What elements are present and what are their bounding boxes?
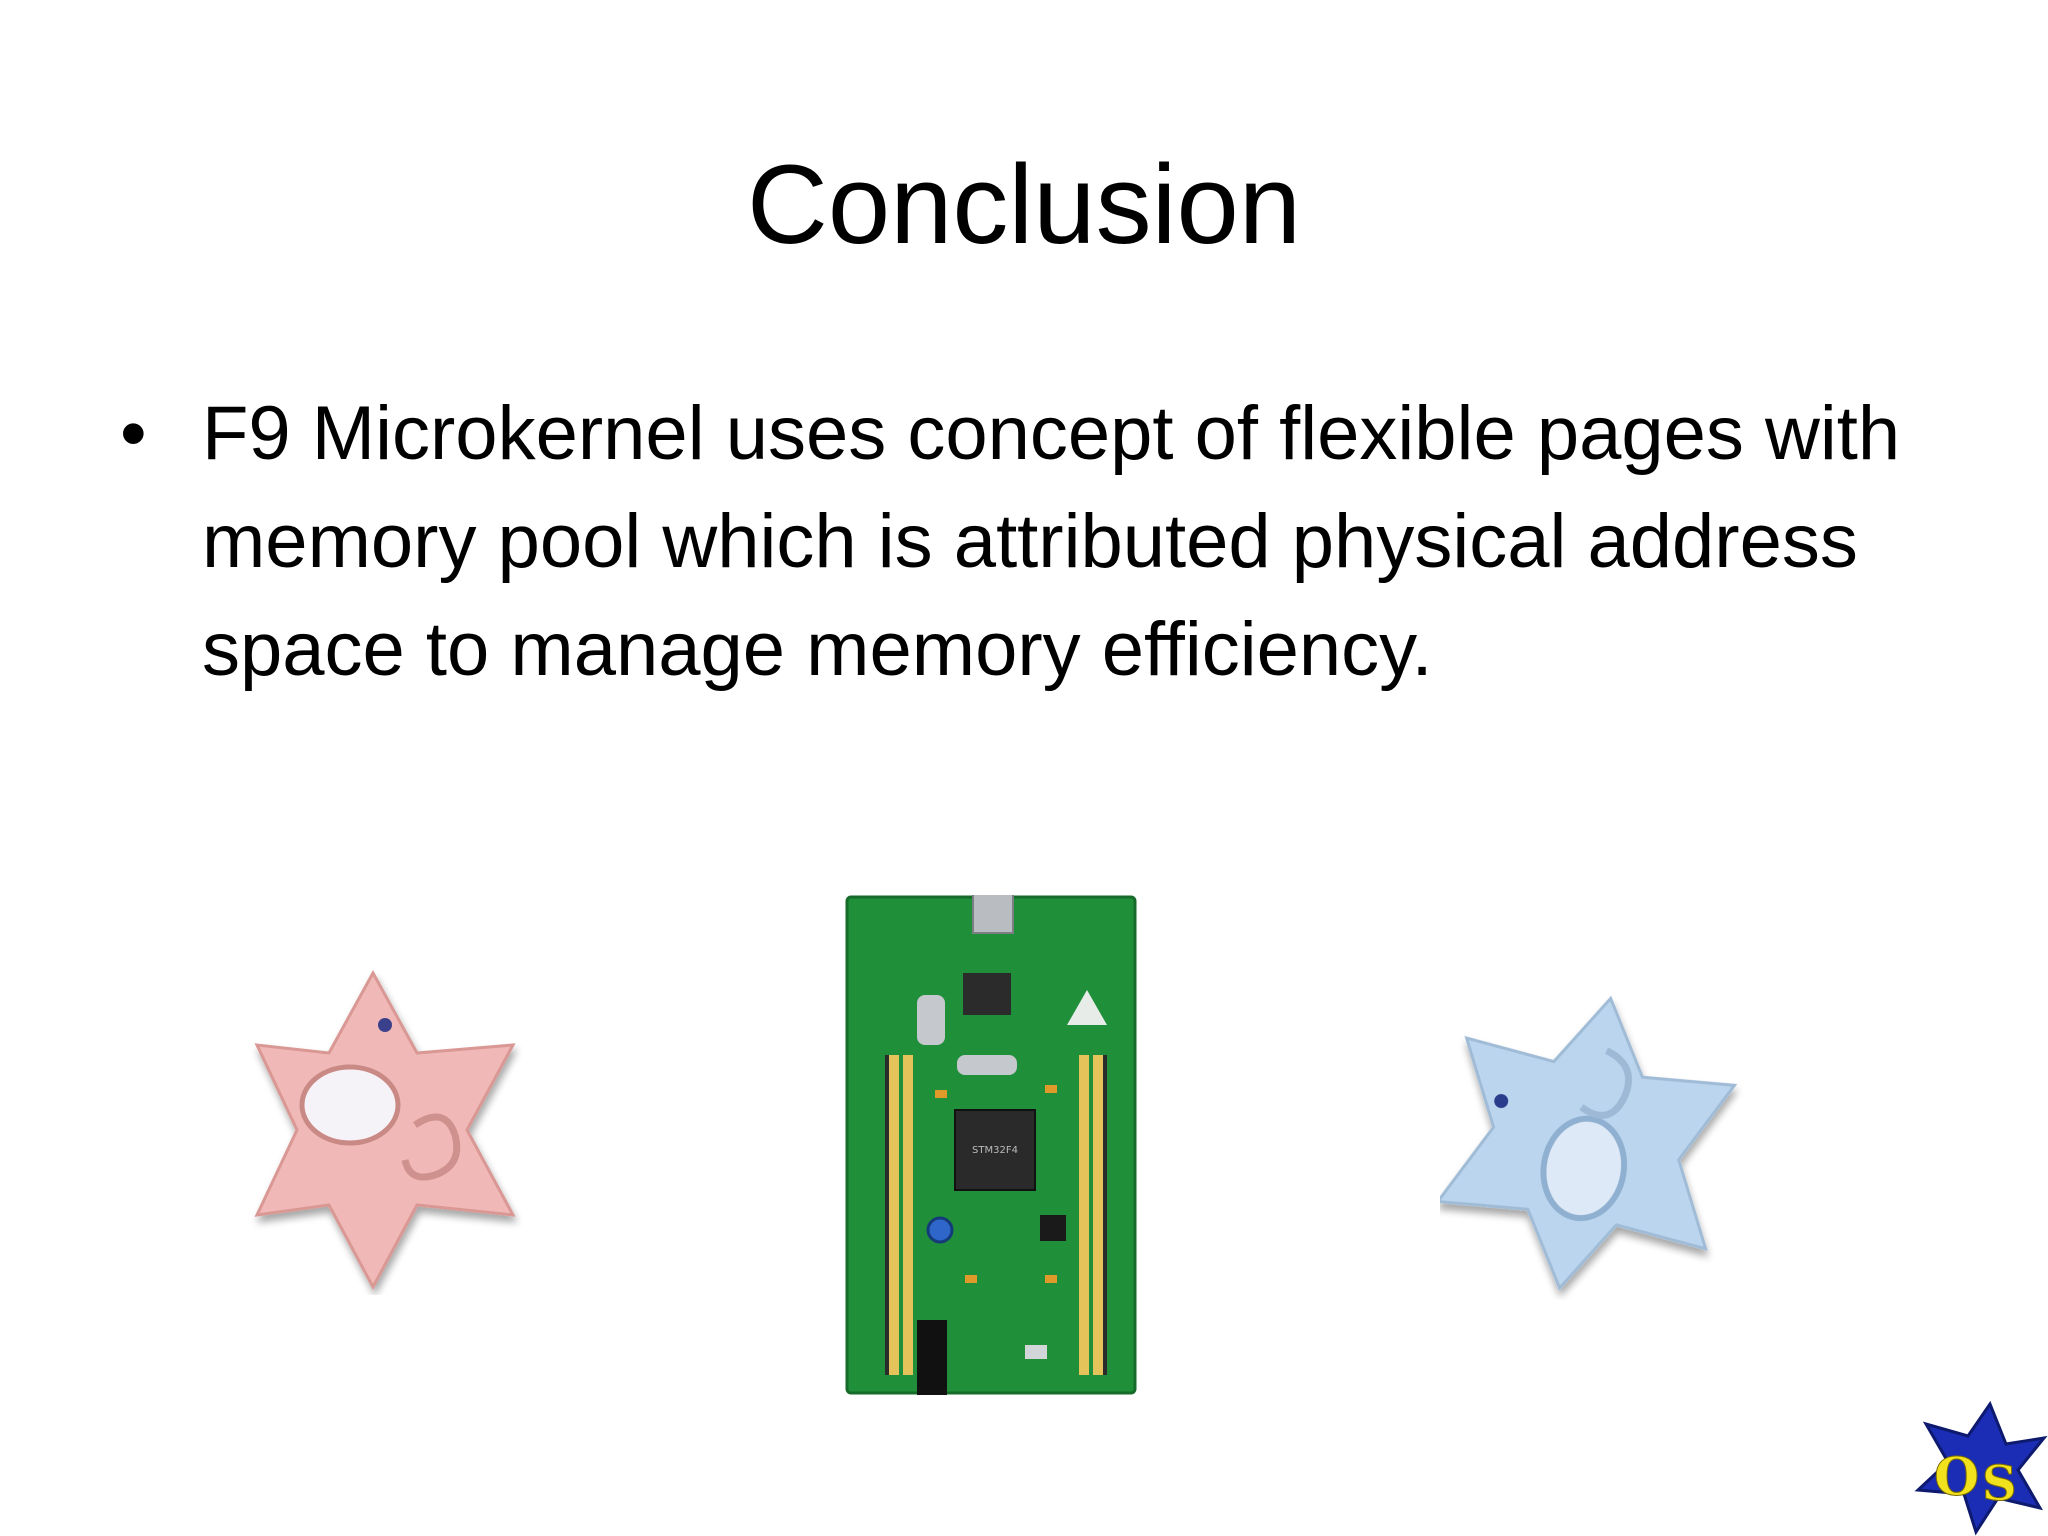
stm32f4-discovery-board-image: STM32F4 <box>845 892 1137 1395</box>
pink-star-pendant-image <box>245 965 530 1295</box>
slide-title: Conclusion <box>746 142 1302 267</box>
pink-star-icon <box>254 969 516 1291</box>
os-star-logo-icon: O S <box>1914 1400 2048 1536</box>
bullet-item: • F9 Microkernel uses concept of flexibl… <box>120 380 1950 704</box>
svg-text:O: O <box>1934 1447 1979 1508</box>
circuit-board-icon: STM32F4 <box>845 892 1137 1395</box>
blue-star-pendant-image <box>1434 990 1750 1300</box>
bullet-marker: • <box>120 391 147 476</box>
bullet-text: F9 Microkernel uses concept of flexible … <box>202 391 1901 692</box>
svg-text:STM32F4: STM32F4 <box>972 1145 1018 1156</box>
blue-star-icon <box>1434 995 1738 1291</box>
os-logo: O S <box>1910 1400 2048 1536</box>
bullet-list: • F9 Microkernel uses concept of flexibl… <box>120 380 1950 704</box>
svg-text:S: S <box>1982 1456 2017 1512</box>
